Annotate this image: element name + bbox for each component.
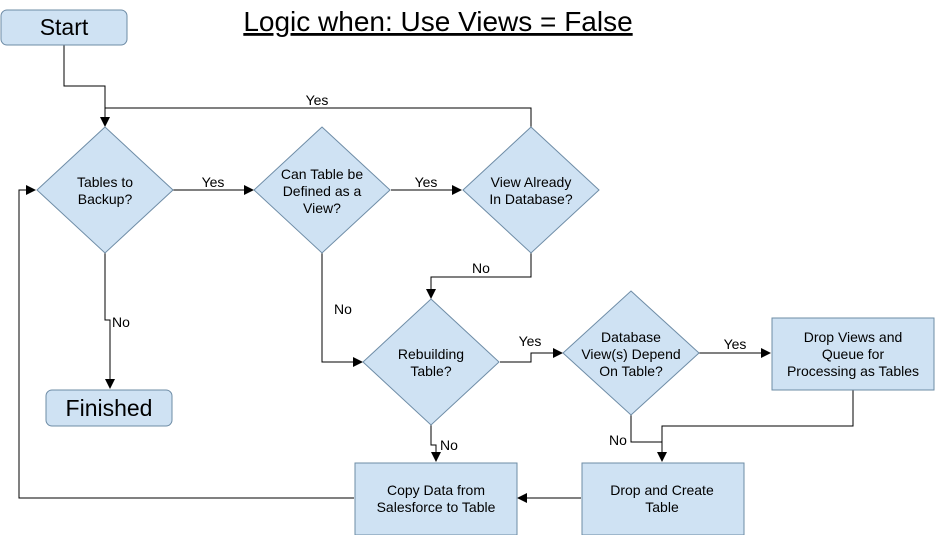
label-depend-yes: Yes	[724, 336, 747, 352]
node-db-views-depend-line2: View(s) Depend	[581, 346, 680, 362]
edge-can-view-no	[321, 253, 363, 367]
node-drop-views-queue-line2: Queue for	[822, 346, 885, 362]
node-view-already-in-db: View Already In Database?	[462, 126, 600, 254]
node-view-already-in-db-line1: View Already	[491, 174, 572, 190]
node-rebuilding-table-line2: Table?	[410, 363, 451, 379]
node-copy-data: Copy Data from Salesforce to Table	[354, 462, 518, 535]
edge-copy-loop-to-tables	[18, 185, 354, 499]
label-view-already-no: No	[472, 260, 490, 276]
node-drop-create-table-line2: Table	[645, 499, 679, 515]
node-drop-views-queue: Drop Views and Queue for Processing as T…	[771, 317, 935, 391]
label-view-already-yes: Yes	[306, 92, 329, 108]
node-finished: Finished	[45, 389, 173, 427]
edge-dropviews-to-dropcreate	[657, 390, 854, 462]
label-can-view-yes: Yes	[415, 174, 438, 190]
node-tables-to-backup-line2: Backup?	[78, 191, 133, 207]
node-drop-views-queue-line3: Processing as Tables	[787, 363, 919, 379]
label-rebuilding-no: No	[440, 437, 458, 453]
edge-tables-no	[104, 253, 115, 389]
label-depend-no: No	[609, 432, 627, 448]
label-tables-yes: Yes	[202, 174, 225, 190]
node-drop-create-table: Drop and Create Table	[581, 462, 745, 535]
edge-start-to-tables	[63, 45, 110, 127]
node-drop-views-queue-line1: Drop Views and	[804, 329, 903, 345]
edge-view-already-no	[426, 253, 532, 299]
edge-depend-no	[630, 415, 662, 443]
edge-rebuilding-yes	[500, 348, 563, 363]
label-can-view-no: No	[334, 301, 352, 317]
node-db-views-depend-line3: On Table?	[599, 363, 663, 379]
node-copy-data-line1: Copy Data from	[387, 482, 485, 498]
node-can-table-be-view-line2: Defined as a	[283, 183, 362, 199]
node-tables-to-backup: Tables to Backup?	[36, 126, 174, 254]
node-rebuilding-table-line1: Rebuilding	[398, 346, 464, 362]
node-view-already-in-db-line2: In Database?	[489, 191, 572, 207]
node-tables-to-backup-line1: Tables to	[77, 174, 133, 190]
node-can-table-be-view: Can Table be Defined as a View?	[253, 126, 391, 254]
label-rebuilding-yes: Yes	[519, 333, 542, 349]
node-drop-create-table-line1: Drop and Create	[610, 482, 714, 498]
node-can-table-be-view-line1: Can Table be	[281, 166, 363, 182]
node-can-table-be-view-line3: View?	[303, 200, 341, 216]
node-finished-label: Finished	[66, 395, 153, 421]
node-copy-data-line2: Salesforce to Table	[377, 499, 496, 515]
node-start-label: Start	[40, 14, 89, 40]
node-db-views-depend: Database View(s) Depend On Table?	[562, 290, 700, 416]
label-tables-no: No	[112, 314, 130, 330]
diagram-title: Logic when: Use Views = False	[243, 6, 632, 37]
node-db-views-depend-line1: Database	[601, 329, 661, 345]
edge-rebuilding-no	[430, 425, 441, 462]
node-rebuilding-table: Rebuilding Table?	[362, 298, 500, 426]
node-start: Start	[0, 9, 128, 46]
edge-view-already-yes	[105, 107, 532, 128]
